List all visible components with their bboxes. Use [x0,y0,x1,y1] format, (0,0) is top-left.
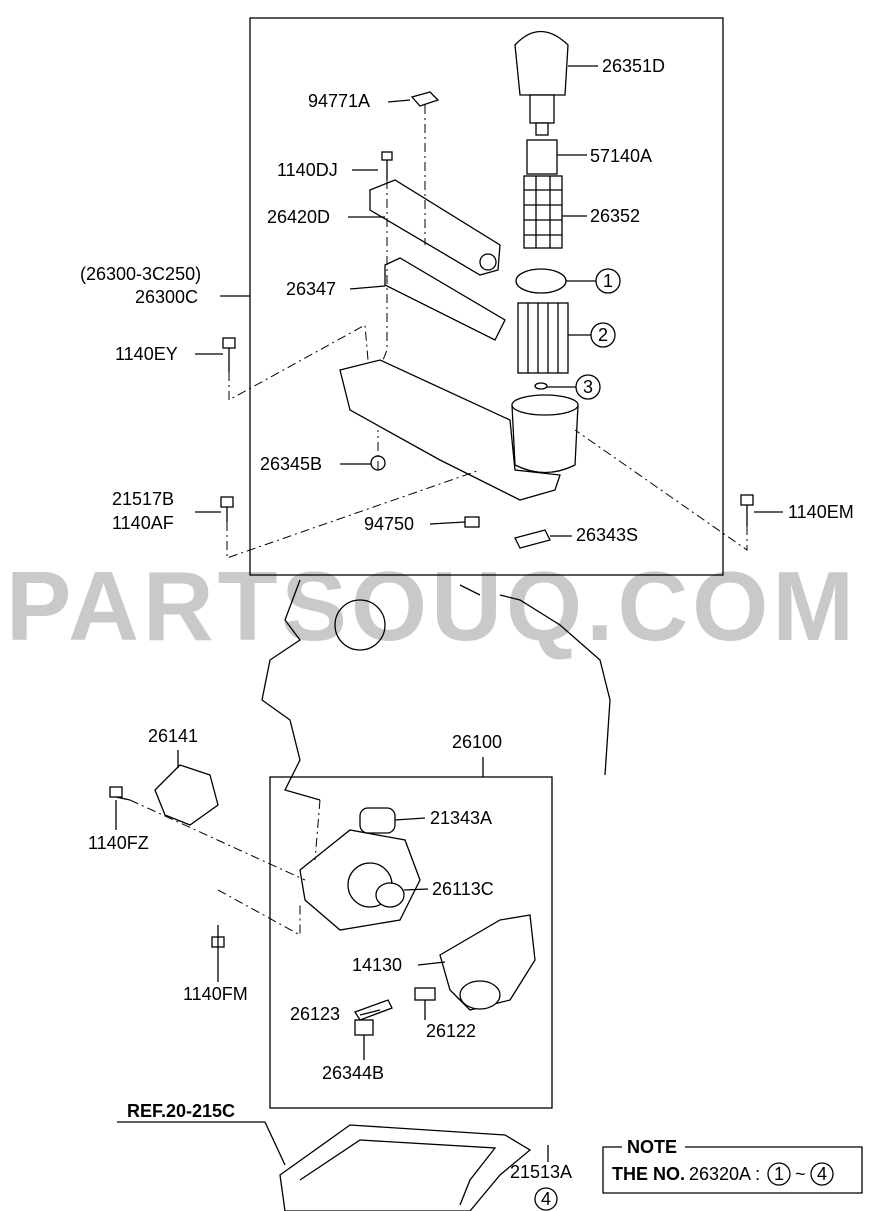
note-to: 4 [817,1164,827,1184]
bolt-1140FZ [109,786,131,801]
spring-26123 [354,999,393,1021]
label-1140AF[interactable]: 1140AF [112,513,174,533]
callout-1: 1 [595,268,621,294]
bolt-1140DJ [381,151,393,180]
filter-element-2 [517,302,569,374]
label-26352[interactable]: 26352 [590,206,640,226]
label-21513A[interactable]: 21513A [510,1162,572,1182]
note-box: NOTE THE NO. 26320A : 1 ~ 4 [602,1137,863,1194]
label-26122[interactable]: 26122 [426,1021,476,1041]
note-separator: ~ [795,1164,806,1184]
label-26141[interactable]: 26141 [148,726,198,746]
label-1140DJ[interactable]: 1140DJ [277,160,338,180]
plug-26344B [354,1019,374,1036]
label-94771A[interactable]: 94771A [308,91,370,111]
label-26123[interactable]: 26123 [290,1004,340,1024]
plate-26343S [514,529,551,549]
watermark: PARTSOUQ.COM [6,551,858,661]
label-26345B[interactable]: 26345B [260,454,322,474]
label-26343S[interactable]: 26343S [576,525,638,545]
sensor-94750 [464,516,480,528]
label-1140EM[interactable]: 1140EM [788,502,854,522]
o-ring-3 [534,382,548,390]
label-26420D[interactable]: 26420D [267,207,330,227]
label-26344B[interactable]: 26344B [322,1063,384,1083]
label-ref-20-215C[interactable]: REF.20-215C [127,1101,235,1121]
filter-part-57140A [526,139,558,175]
callout-2-text: 2 [598,325,608,345]
filter-element-26352 [523,175,563,249]
bolt-1140EY [222,337,236,372]
label-21343A[interactable]: 21343A [430,808,492,828]
note-from: 1 [774,1164,784,1184]
label-26347[interactable]: 26347 [286,279,336,299]
leader-lines-upper [195,65,783,537]
bolt-1140FM [211,925,225,962]
oil-cooler-cover-26420D [369,179,501,276]
label-1140FZ[interactable]: 1140FZ [88,833,149,853]
bolt-1140EM [740,494,754,526]
label-1140EY[interactable]: 1140EY [115,344,178,364]
filter-cap-26351D [514,31,569,136]
label-assembly-alt: (26300-3C250) [80,264,201,284]
callout-2: 2 [590,322,616,348]
note-part-number: 26320A : [689,1164,760,1184]
label-1140FM[interactable]: 1140FM [183,984,248,1004]
callout-4-text: 4 [541,1189,551,1209]
label-57140A[interactable]: 57140A [590,146,652,166]
leader-lines-lower [115,750,549,1166]
label-21517B[interactable]: 21517B [112,489,174,509]
o-ring-1 [515,268,567,294]
gasket-26347 [384,257,506,341]
dashed-guides-lower [129,799,321,936]
label-14130[interactable]: 14130 [352,955,402,975]
label-26113C[interactable]: 26113C [432,879,494,899]
seal-21343A [359,807,396,834]
label-26351D[interactable]: 26351D [602,56,665,76]
oil-filter-housing [339,359,579,501]
oil-pump-body [299,829,421,931]
label-94750[interactable]: 94750 [364,514,414,534]
strainer-14130 [439,914,536,1011]
label-26100[interactable]: 26100 [452,732,502,752]
callout-1-text: 1 [603,271,613,291]
bolt-21517B [220,496,234,522]
label-26300C[interactable]: 26300C [135,287,198,307]
note-title: NOTE [627,1137,677,1157]
note-to-circle [810,1162,834,1186]
note-prefix: THE NO. [612,1164,685,1184]
bush-26113C [375,882,405,908]
dashed-guides-upper [226,105,748,559]
oil-pump-assembly-frame [269,776,553,1109]
bracket-94771A [410,91,440,107]
callout-3-text: 3 [583,377,593,397]
callout-3: 3 [575,374,601,400]
callout-4: 4 [534,1187,558,1211]
cover-26141 [154,764,219,826]
plunger-26122 [414,987,436,1001]
engine-block-outline [261,579,611,801]
note-from-circle [767,1162,791,1186]
oil-pan [279,1124,532,1211]
